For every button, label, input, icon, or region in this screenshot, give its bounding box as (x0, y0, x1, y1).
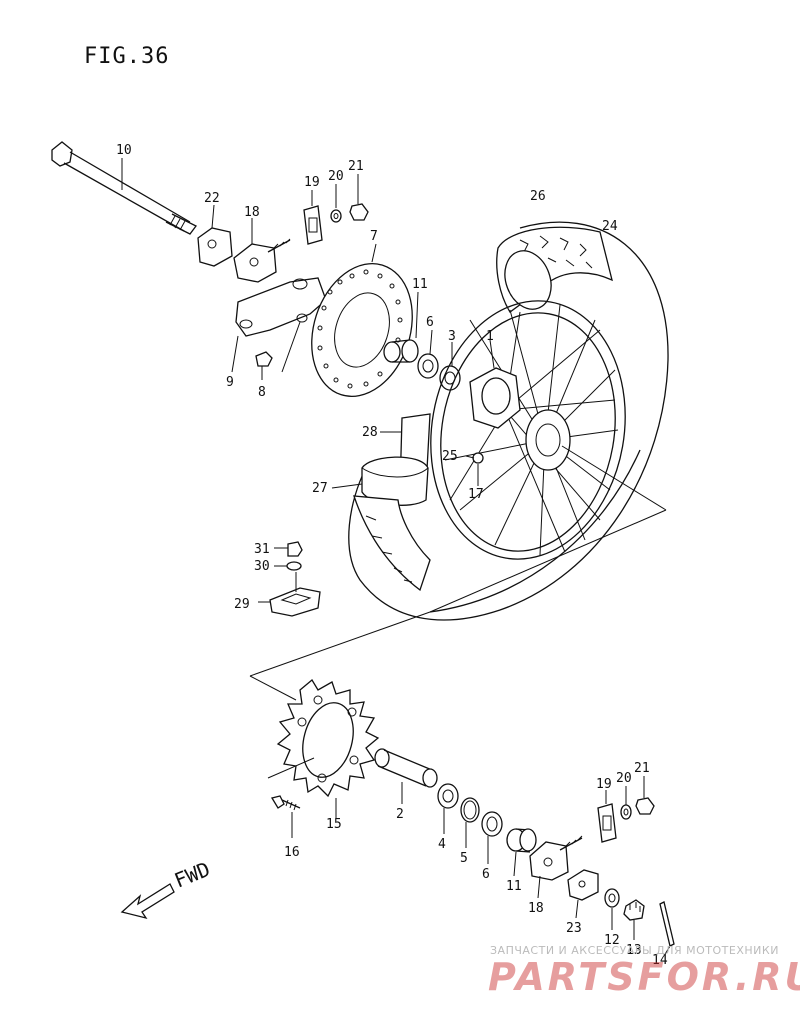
spacer-part (506, 828, 537, 877)
callout-26: 26 (530, 189, 546, 204)
callout-14: 14 (652, 953, 668, 968)
bearing-part (417, 329, 439, 379)
caliper-bracket-part (231, 277, 327, 373)
callout-1: 1 (486, 329, 494, 344)
callout-27: 27 (312, 481, 328, 496)
watermark-brand[interactable]: PARTSFOR.RU (488, 955, 800, 999)
callout-15: 15 (326, 817, 342, 832)
bearing-part (437, 783, 459, 834)
chain-adjuster-part (529, 835, 583, 899)
sprocket-part (249, 611, 431, 818)
adjuster-plate-part (567, 869, 599, 919)
callout-21: 21 (348, 159, 364, 174)
callout-18b: 18 (528, 901, 544, 916)
bearing-part (439, 342, 461, 391)
castle-nut-part (623, 899, 645, 940)
callout-19b: 19 (596, 777, 612, 792)
callout-12: 12 (604, 933, 620, 948)
callout-2: 2 (396, 807, 404, 822)
callout-29: 29 (234, 597, 250, 612)
washer-part (330, 184, 342, 223)
callout-11b: 11 (506, 879, 522, 894)
fwd-label: FWD (171, 857, 213, 893)
adjuster-cap-part (303, 190, 323, 245)
callout-7: 7 (370, 229, 378, 244)
callout-6: 6 (426, 315, 434, 330)
chain-adjuster-part (233, 218, 291, 283)
callout-28: 28 (362, 425, 378, 440)
forward-arrow: FWD (120, 857, 213, 920)
rim-lock-nut-part (274, 541, 303, 557)
wheel-assembly (331, 221, 669, 621)
callout-20: 20 (328, 169, 344, 184)
nut-part (349, 174, 369, 221)
callout-24: 24 (602, 219, 618, 234)
rim-lock-washer-part (274, 561, 302, 571)
callout-18: 18 (244, 205, 260, 220)
callout-25: 25 (442, 449, 458, 464)
callout-13: 13 (626, 943, 642, 958)
callout-20b: 20 (616, 771, 632, 786)
bolt-part (255, 351, 273, 380)
callout-30: 30 (254, 559, 270, 574)
callout-31: 31 (254, 542, 270, 557)
callout-3: 3 (448, 329, 456, 344)
figure-title: FIG.36 (84, 44, 170, 69)
callout-5: 5 (460, 851, 468, 866)
axle-washer-part (604, 888, 620, 930)
washer-part (620, 786, 632, 820)
hub-spacer-part (374, 748, 438, 804)
sprocket-bolt-part (270, 795, 301, 838)
callout-22: 22 (204, 191, 220, 206)
rim-lock-part (258, 572, 321, 617)
callout-16: 16 (284, 845, 300, 860)
brake-disc-part (311, 243, 413, 398)
nut-part (635, 776, 655, 815)
callout-6b: 6 (482, 867, 490, 882)
callout-4: 4 (438, 837, 446, 852)
oil-seal-part (481, 811, 503, 864)
axle-part (51, 141, 197, 235)
callout-labels: 10 22 18 19 20 21 7 26 24 11 6 3 1 9 8 2… (116, 143, 668, 968)
callout-11: 11 (412, 277, 428, 292)
callout-9: 9 (226, 375, 234, 390)
cotter-pin-part (659, 901, 675, 957)
callout-8: 8 (258, 385, 266, 400)
watermark-tagline: ЗАПЧАСТИ И АКСЕССУАРЫ ДЛЯ МОТОТЕХНИКИ (490, 944, 779, 957)
adjuster-plate-part (197, 204, 233, 267)
circlip-part (460, 797, 480, 848)
spacer-part (383, 291, 419, 363)
callout-21b: 21 (634, 761, 650, 776)
callout-23: 23 (566, 921, 582, 936)
callout-19: 19 (304, 175, 320, 190)
callout-17: 17 (468, 487, 484, 502)
callout-10: 10 (116, 143, 132, 158)
adjuster-cap-part (597, 790, 617, 843)
